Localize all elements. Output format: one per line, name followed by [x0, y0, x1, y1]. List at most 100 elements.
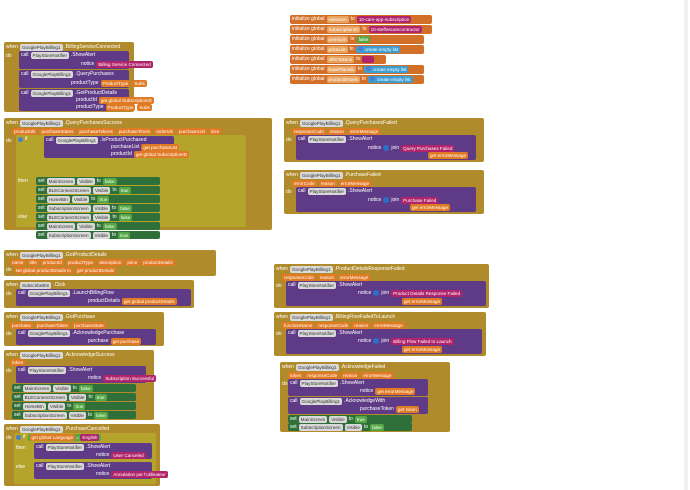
event-param-chip[interactable]: description — [97, 258, 124, 266]
event-param-chip[interactable]: purchase — [10, 321, 33, 329]
event-param-chip[interactable]: responseCode — [292, 127, 326, 135]
global-name-chip[interactable]: offerTokens — [326, 55, 355, 63]
event-param-chip[interactable]: errorMessage — [337, 273, 371, 281]
notifier-chip[interactable]: PlayStoreNotifier — [297, 281, 336, 289]
global-name-chip[interactable]: basePlanIds — [326, 65, 356, 73]
component-dropdown[interactable]: HomeBtn — [22, 402, 46, 410]
component-dropdown[interactable]: SubscriptionScreen — [298, 423, 343, 431]
event-param-chip[interactable]: purchaseToken — [34, 321, 71, 329]
property-dropdown[interactable]: Visible — [71, 195, 90, 203]
event-param-chip[interactable]: responseCode — [305, 371, 340, 379]
get-purchase-list[interactable]: get purchaseList — [141, 143, 180, 151]
component-name[interactable]: GooglePlayBilling1 — [299, 171, 343, 179]
event-param-chip[interactable]: reason — [327, 127, 346, 135]
property-dropdown[interactable]: Visible — [68, 411, 86, 419]
event-param-chip[interactable]: errorMessage — [338, 179, 372, 187]
property-dropdown[interactable]: Visible — [93, 186, 111, 194]
property-dropdown[interactable]: Visible — [92, 204, 110, 212]
create-empty-list-chip[interactable]: create empty list — [355, 45, 401, 53]
property-dropdown[interactable]: Visible — [329, 415, 347, 423]
event-param-chip[interactable]: name — [10, 258, 26, 266]
component-name[interactable]: GooglePlayBilling1 — [19, 119, 63, 127]
gear-icon[interactable] — [383, 145, 390, 151]
component-name[interactable]: GooglePlayBilling1 — [19, 313, 63, 321]
component-dropdown[interactable]: BLEConnectScreen — [46, 186, 92, 194]
subs-chip[interactable]: Subs — [132, 79, 147, 87]
get-purchase[interactable]: get purchase — [110, 337, 142, 345]
notifier-chip[interactable]: PlayStoreNotifier — [45, 443, 84, 451]
notifier-chip[interactable]: PlayStoreNotifier — [30, 51, 69, 59]
event-param-chip[interactable]: size — [208, 127, 222, 135]
boolean-chip[interactable]: false — [370, 423, 384, 431]
get-token[interactable]: get token — [395, 405, 419, 413]
component-dropdown[interactable]: BLEConnectScreen — [46, 213, 92, 221]
event-param-chip[interactable]: purchaseList — [176, 127, 207, 135]
event-param-chip[interactable]: reason — [341, 371, 360, 379]
component-dropdown[interactable]: MainScreen — [46, 222, 76, 230]
message-text-chip[interactable]: Query Purchases Failed — [401, 144, 455, 152]
notifier-chip[interactable]: PlayStoreNotifier — [307, 187, 346, 195]
gear-icon[interactable] — [366, 65, 371, 71]
billing-chip[interactable]: GooglePlayBilling1 — [30, 89, 74, 97]
component-dropdown[interactable]: HomeBtn — [46, 195, 70, 203]
text-value-chip[interactable] — [362, 55, 375, 63]
boolean-chip[interactable]: true — [118, 231, 131, 239]
event-param-chip[interactable]: reason — [317, 273, 336, 281]
event-param-chip[interactable]: reason — [352, 321, 371, 329]
message-text-chip[interactable]: Product Details Response Failed — [391, 289, 463, 297]
message-text-chip[interactable]: User Canceled — [111, 451, 146, 459]
create-empty-list-chip[interactable]: create empty list — [368, 75, 413, 83]
param-token[interactable]: token — [10, 358, 26, 366]
boolean-chip[interactable]: false — [102, 222, 117, 230]
gear-icon[interactable] — [383, 197, 390, 203]
set-global-product-details[interactable]: set global productDetails to — [13, 266, 73, 274]
component-name[interactable]: GooglePlayBilling1 — [289, 313, 333, 321]
language-text-chip[interactable]: English — [80, 433, 100, 441]
gear-icon[interactable] — [373, 338, 380, 344]
component-name[interactable]: GooglePlayBilling1 — [289, 265, 333, 273]
boolean-chip[interactable]: true — [73, 402, 86, 410]
component-dropdown[interactable]: MainScreen — [46, 177, 76, 185]
event-param-chip[interactable]: productType — [65, 258, 96, 266]
get-error-message[interactable]: get errorMessage — [402, 297, 443, 305]
global-name-chip[interactable]: premium — [326, 35, 349, 43]
subs-chip[interactable]: Subs — [137, 103, 152, 111]
gear-icon[interactable] — [18, 136, 23, 142]
get-global-subscription-id[interactable]: get global SubscriptionID — [133, 150, 189, 158]
gear-icon[interactable] — [373, 290, 380, 296]
global-name-chip[interactable]: SubscriptionID — [326, 25, 361, 33]
billing-chip[interactable]: GooglePlayBilling1 — [299, 397, 343, 405]
global-name-chip[interactable]: productDetails — [326, 75, 360, 83]
boolean-chip[interactable]: false — [78, 384, 93, 392]
event-param-chip[interactable]: errorCode — [292, 179, 317, 187]
event-param-chip[interactable]: productDetails — [141, 258, 175, 266]
boolean-chip[interactable]: true — [118, 186, 131, 194]
event-param-chip[interactable]: responseCode — [282, 273, 316, 281]
notifier-chip[interactable]: PlayStoreNotifier — [299, 379, 338, 387]
event-param-chip[interactable]: errorMessage — [361, 371, 394, 379]
property-dropdown[interactable]: Visible — [92, 231, 110, 239]
component-name[interactable]: GooglePlayBilling1 — [295, 363, 339, 371]
property-dropdown[interactable]: Visible — [93, 213, 111, 221]
component-name[interactable]: GooglePlayBilling1 — [19, 425, 63, 433]
